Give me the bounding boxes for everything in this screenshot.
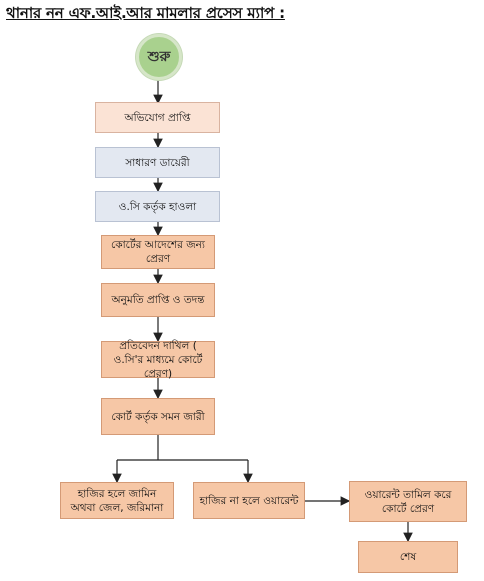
court-send-box: কোর্টের আদেশের জন্য প্রেরণ	[101, 235, 215, 269]
complaint-label: অভিযোগ প্রাপ্তি	[124, 111, 191, 124]
summon-box: কোর্ট কর্তৃক সমন জারী	[101, 398, 215, 435]
bail-label: হাজির হলে জামিন অথবা জেল, জরিমানা	[70, 487, 164, 514]
gd-box: সাধারণ ডায়েরী	[95, 147, 220, 178]
summon-label: কোর্ট কর্তৃক সমন জারী	[111, 410, 205, 423]
warrant-label: হাজির না হলে ওয়ারেন্ট	[199, 494, 299, 507]
court-send-label: কোর্টের আদেশের জন্য প্রেরণ	[111, 239, 205, 265]
start-label: শুরু	[147, 49, 171, 65]
page-title: থানার নন এফ.আই.আর মামলার প্রসেস ম্যাপ :	[6, 4, 285, 22]
gd-label: সাধারণ ডায়েরী	[125, 156, 190, 169]
warrant-box: হাজির না হলে ওয়ারেন্ট	[193, 482, 305, 519]
complaint-box: অভিযোগ প্রাপ্তি	[95, 102, 220, 133]
oc-box: ও.সি কর্তৃক হাওলা	[95, 191, 220, 222]
permission-box: অনুমতি প্রাপ্তি ও তদন্ত	[101, 283, 215, 317]
end-label: শেষ	[399, 551, 417, 563]
report-box: প্রতিবেদন দাখিল ( ও.সি'র মাধ্যমে কোর্টে …	[101, 339, 215, 380]
bail-box: হাজির হলে জামিন অথবা জেল, জরিমানা	[60, 482, 174, 519]
end-box: শেষ	[358, 541, 458, 573]
start-node: শুরু	[136, 34, 182, 80]
permission-label: অনুমতি প্রাপ্তি ও তদন্ত	[111, 294, 205, 306]
warrant-court-box: ওয়ারেন্ট তামিল করে কোর্টে প্রেরণ	[349, 481, 467, 522]
warrant-court-label: ওয়ারেন্ট তামিল করে কোর্টে প্রেরণ	[364, 488, 452, 515]
report-label: প্রতিবেদন দাখিল ( ও.সি'র মাধ্যমে কোর্টে …	[113, 339, 203, 380]
oc-label: ও.সি কর্তৃক হাওলা	[118, 200, 197, 213]
